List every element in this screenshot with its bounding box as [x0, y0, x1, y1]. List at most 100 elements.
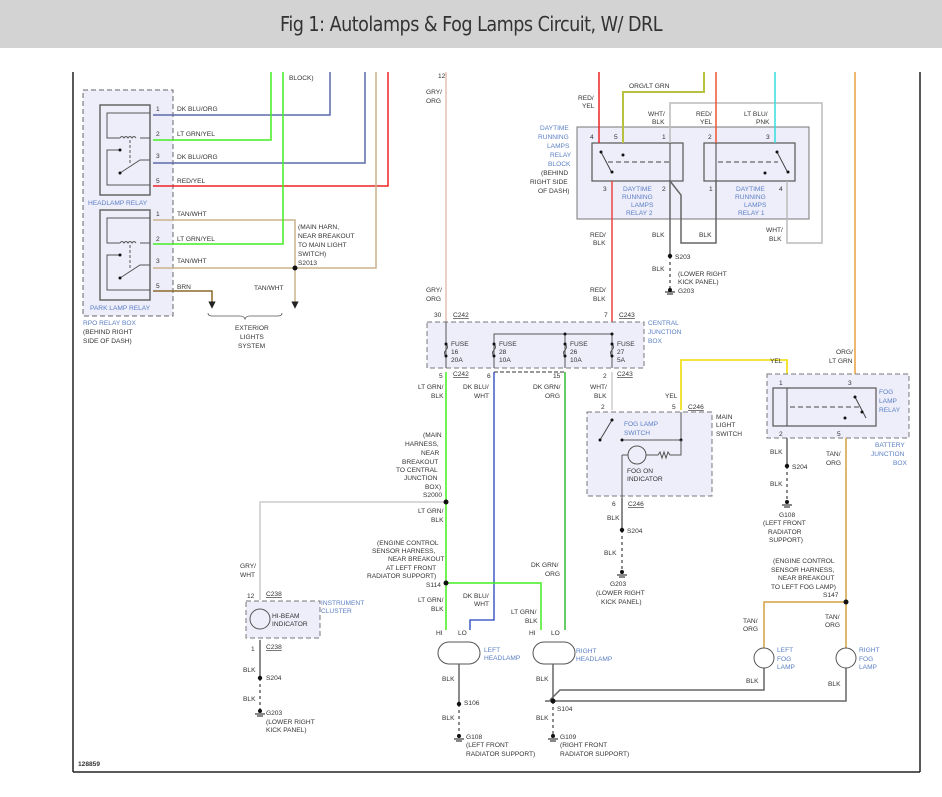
wire-label: BLK [243, 696, 256, 703]
wire-label: LT GRN/ [418, 597, 444, 604]
wire-label: BLK [770, 481, 783, 488]
indicator-label: INDICATOR [627, 476, 663, 483]
wire-label: LT GRN/ [418, 508, 444, 515]
ground-location: (LOWER RIGHT [266, 719, 315, 726]
s147-note: NEAR BREAKOUT [778, 575, 834, 582]
wire-blk-right-fog [545, 668, 847, 702]
wire-label: RED/ [696, 111, 712, 118]
fog-switch-label: SWITCH [624, 430, 650, 437]
drl-relay-block: DAYTIME RUNNING LAMPS RELAY BLOCK (BEHIN… [530, 125, 810, 220]
cluster-label: CLUSTER [321, 608, 352, 615]
wire-dk-blu-org-2 [153, 72, 366, 164]
ground-location: RADIATOR [768, 529, 802, 536]
wire-label: BLK [594, 393, 607, 400]
pin-label: 4 [779, 186, 783, 193]
wire-label: TAN/ [825, 614, 840, 621]
left-fog-label: LEFT [777, 647, 793, 654]
pin-label: 2 [662, 186, 666, 193]
pin-label: 2 [601, 404, 605, 411]
pin-label: 1 [156, 106, 160, 113]
wire-label: ORG [826, 460, 841, 467]
ground-g203-cluster-icon [255, 709, 265, 717]
wire-label: BLK [243, 667, 256, 674]
cjb-label: JUNCTION [648, 329, 682, 336]
ground-location: (LOWER RIGHT [678, 271, 727, 278]
cjb-label: BOX [648, 338, 663, 345]
fuse-rating: 20A [451, 357, 463, 364]
s114-note: SENSOR HARNESS, [372, 548, 436, 555]
wire-label: TAN/WHT [177, 258, 207, 265]
ground-location: RADIATOR SUPPORT) [560, 751, 629, 758]
pin-label: 5 [672, 404, 676, 411]
drl-wires: ORG/LT GRN RED/ YEL WHT/ BLK RED/ YEL LT… [578, 72, 856, 380]
wire-wht-blk-loop [669, 102, 823, 244]
right-fog-label: LAMP [859, 664, 878, 671]
s2013-note: SWITCH) [298, 251, 326, 258]
pin-label: 3 [848, 380, 852, 387]
ground-label: G203 [678, 288, 694, 295]
rpo-location-2: SIDE OF DASH) [83, 338, 132, 345]
wire-label: PNK [756, 119, 770, 126]
relay1-label: RELAY 1 [738, 210, 765, 217]
relay2-label: DAYTIME [623, 186, 652, 193]
fuse-rating: 10A [499, 357, 511, 364]
wire-dk-blu-wht [469, 372, 495, 630]
wire-label: WHT [240, 572, 255, 579]
pin-label: 2 [603, 373, 607, 380]
s2000-note: TO CENTRAL [396, 467, 438, 474]
relay1-label: RUNNING [735, 194, 766, 201]
wire-blk-drl [669, 180, 717, 244]
s2013-note: NEAR BREAKOUT [298, 233, 354, 240]
right-fog-lamp-icon [835, 647, 857, 669]
wire-label: DK BLU/ [463, 384, 489, 391]
main-light-switch: FOG LAMP SWITCH FOG ON INDICATOR MAIN LI… [586, 359, 788, 606]
s2013-note: (MAIN HARN, [298, 224, 339, 231]
ground-location: KICK PANEL) [678, 279, 719, 286]
pin-label: 1 [709, 186, 713, 193]
ground-g109-icon [548, 734, 558, 742]
s147-id: S147 [823, 592, 839, 599]
relay1-label: LAMPS [744, 202, 767, 209]
splice-label: S203 [675, 254, 691, 261]
wire-label: BLK [652, 232, 665, 239]
bjb-label: JUNCTION [871, 451, 905, 458]
wire-label: ORG [545, 571, 560, 578]
hi-label: HI [529, 630, 536, 637]
brace-exterior [207, 312, 283, 321]
fuse-label: FUSE [499, 341, 517, 348]
splice-s203 [667, 253, 673, 259]
figure-id: 128859 [78, 761, 100, 768]
connector-label: C246 [628, 501, 644, 508]
drl-block-location: (BEHIND [541, 170, 568, 177]
right-fog-label: RIGHT [859, 647, 880, 654]
wire-label: TAN/WHT [177, 211, 207, 218]
connector-label: C242 [453, 312, 469, 319]
pin-label: 1 [779, 380, 783, 387]
fog-switch-label: FOG LAMP [624, 421, 659, 428]
fuse-rating: 10A [570, 357, 582, 364]
pin-label: 1 [662, 134, 666, 141]
fuse-number: 26 [570, 349, 578, 356]
ground-g108-hl-icon [454, 734, 464, 742]
central-junction-box: CENTRAL JUNCTION BOX 30 C242 7 C243 5 C2… [418, 312, 682, 400]
wire-label: BLK [431, 517, 444, 524]
wire-label: RED/ [590, 232, 606, 239]
wire-label: BLK [607, 515, 620, 522]
left-headlamp-label: LEFT [484, 647, 500, 654]
drl-block-label: BLOCK [548, 161, 571, 168]
wire-label: DK GRN/ [531, 562, 559, 569]
ground-label: G108 [466, 734, 482, 741]
wire-tan-org-left [763, 601, 846, 648]
splice-s204 [619, 527, 625, 533]
drl-block-label: LAMPS [547, 143, 570, 150]
s147-note: (ENGINE CONTROL [773, 558, 835, 565]
wire-label: ORG [426, 296, 441, 303]
s114-note: AT LEFT FRONT [386, 565, 436, 572]
drl-block-label: RELAY [550, 152, 572, 159]
fuse-number: 28 [499, 349, 507, 356]
pin-label: 3 [603, 186, 607, 193]
left-headlamp-label: HEADLAMP [484, 655, 521, 662]
relay2-label: LAMPS [631, 202, 654, 209]
ground-location: (LEFT FRONT [466, 742, 509, 749]
